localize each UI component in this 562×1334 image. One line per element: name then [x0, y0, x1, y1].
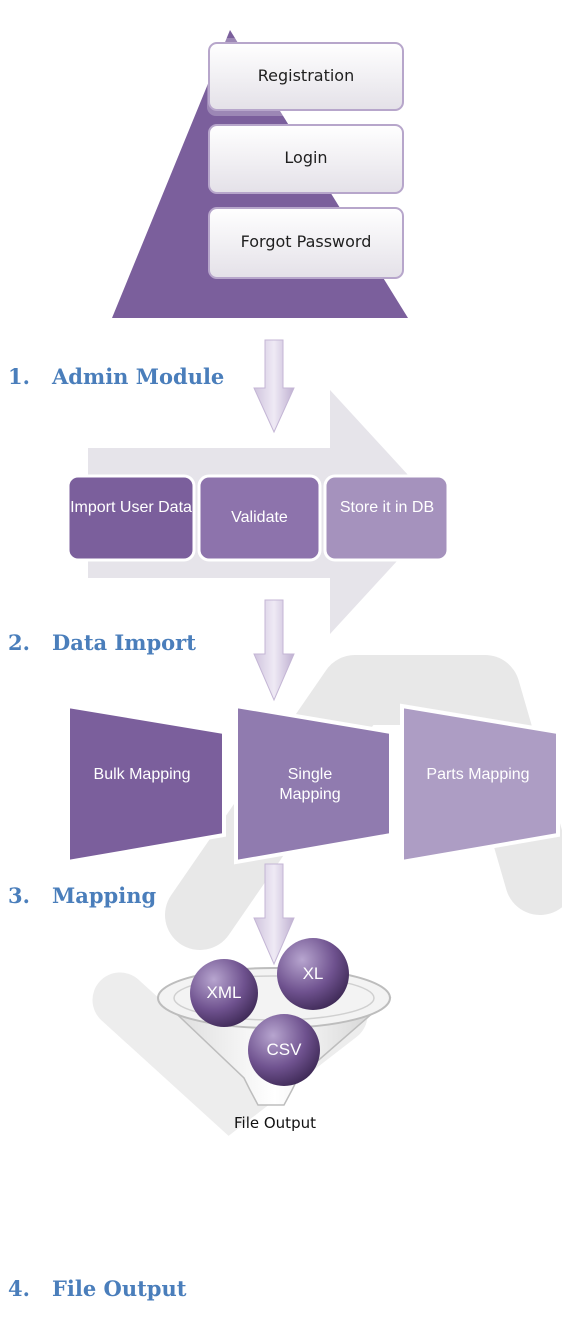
- heading-number: 4.: [8, 1276, 30, 1301]
- ball-csv: [248, 1014, 320, 1086]
- mapping-bulk-label: Bulk Mapping: [93, 766, 191, 783]
- down-arrow: [253, 339, 295, 434]
- process-step-import-label: Import User Data: [70, 499, 192, 516]
- down-arrow: [253, 599, 295, 702]
- heading-label: Admin Module: [52, 364, 225, 389]
- ball-xl-label: XL: [302, 964, 324, 983]
- mapping-single-shape: [234, 703, 393, 865]
- funnel-caption: File Output: [234, 1114, 316, 1132]
- process-step-store-label: Store it in DB: [339, 499, 435, 516]
- ball-xml: [190, 959, 258, 1027]
- process-step-validate-label: Validate: [231, 509, 288, 526]
- pyramid-box-registration: [208, 42, 404, 111]
- heading-file-output: 4. File Output: [8, 1276, 186, 1301]
- mapping-single-label: Single Mapping: [279, 766, 341, 803]
- down-arrow: [253, 863, 295, 966]
- ball-xml-label: XML: [206, 983, 242, 1002]
- ball-xl: [277, 938, 349, 1010]
- heading-number: 3.: [8, 883, 30, 908]
- pyramid-item-login: Login: [284, 148, 328, 167]
- pyramid-box-login: [208, 124, 404, 194]
- mapping-parts-label: Parts Mapping: [426, 766, 530, 783]
- heading-number: 1.: [8, 364, 30, 389]
- process-step-store: [323, 474, 450, 562]
- heading-label: Mapping: [52, 883, 157, 908]
- heading-label: File Output: [52, 1276, 187, 1301]
- heading-number: 2.: [8, 630, 30, 655]
- process-step-validate: [197, 474, 322, 562]
- pyramid-item-forgot-password: Forgot Password: [240, 232, 372, 251]
- mapping-bulk-shape: [66, 703, 226, 865]
- pyramid-item-registration: Registration: [257, 66, 355, 85]
- mapping-parts-shape: [400, 703, 560, 865]
- heading-data-import: 2. Data Import: [8, 630, 196, 655]
- ball-csv-label: CSV: [266, 1040, 302, 1059]
- process-step-import: [66, 474, 196, 562]
- heading-label: Data Import: [52, 630, 196, 655]
- heading-mapping: 3. Mapping: [8, 883, 156, 908]
- pyramid-box-forgot-password: [208, 207, 404, 279]
- heading-admin-module: 1. Admin Module: [8, 364, 224, 389]
